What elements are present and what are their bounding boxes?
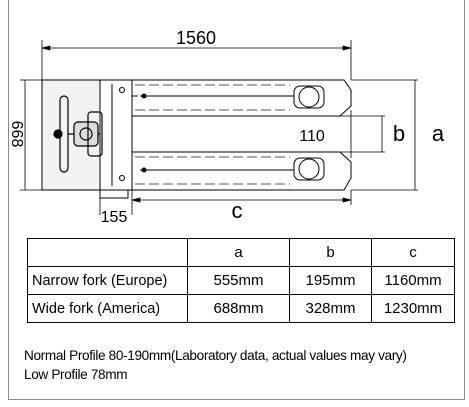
lower-fork (131, 151, 352, 191)
note-low-profile: Low Profile 78mm (24, 367, 128, 382)
table-row: Narrow fork (Europe) 555mm 195mm 1160mm (27, 266, 455, 295)
note-normal-profile: Normal Profile 80-190mm(Laboratory data,… (24, 348, 407, 363)
cell-wide-a: 688mm (187, 294, 290, 323)
dimension-c-label: c (232, 198, 243, 223)
upper-fork (131, 79, 352, 117)
dimension-668-label: 668 (8, 121, 25, 148)
cell-narrow-a: 555mm (187, 266, 290, 295)
dimension-155-label: 155 (101, 209, 128, 226)
pallet-truck-top-view-drawing: 1560 668 (8, 28, 445, 226)
table-header-a: a (187, 238, 290, 267)
dimension-1560 (41, 40, 352, 80)
cell-wide-c: 1230mm (371, 294, 455, 323)
dimension-a (351, 79, 418, 191)
table-row: Wide fork (America) 688mm 328mm 1230mm (27, 294, 455, 323)
figure-frame (8, 0, 465, 400)
dimension-a-label: a (432, 121, 445, 146)
row-label-narrow-fork: Narrow fork (Europe) (27, 266, 188, 295)
dimension-110-label: 110 (299, 128, 325, 145)
cell-wide-b: 328mm (289, 294, 372, 323)
table-header-b: b (289, 238, 372, 267)
dimension-b-label: b (393, 121, 405, 146)
cell-narrow-b: 195mm (289, 266, 372, 295)
fork-size-table: a b c Narrow fork (Europe) 555mm 195mm 1… (27, 238, 455, 323)
table-header-row: a b c (27, 238, 455, 267)
cell-narrow-c: 1160mm (371, 266, 455, 295)
dimension-c (99, 190, 352, 215)
table-header-c: c (371, 238, 455, 267)
dimension-1560-label: 1560 (176, 28, 216, 48)
dimension-b (300, 110, 385, 158)
profile-notes: Normal Profile 80-190mm(Laboratory data,… (24, 346, 407, 384)
handle (53, 95, 103, 173)
table-header-blank (27, 238, 188, 267)
row-label-wide-fork: Wide fork (America) (27, 294, 188, 323)
